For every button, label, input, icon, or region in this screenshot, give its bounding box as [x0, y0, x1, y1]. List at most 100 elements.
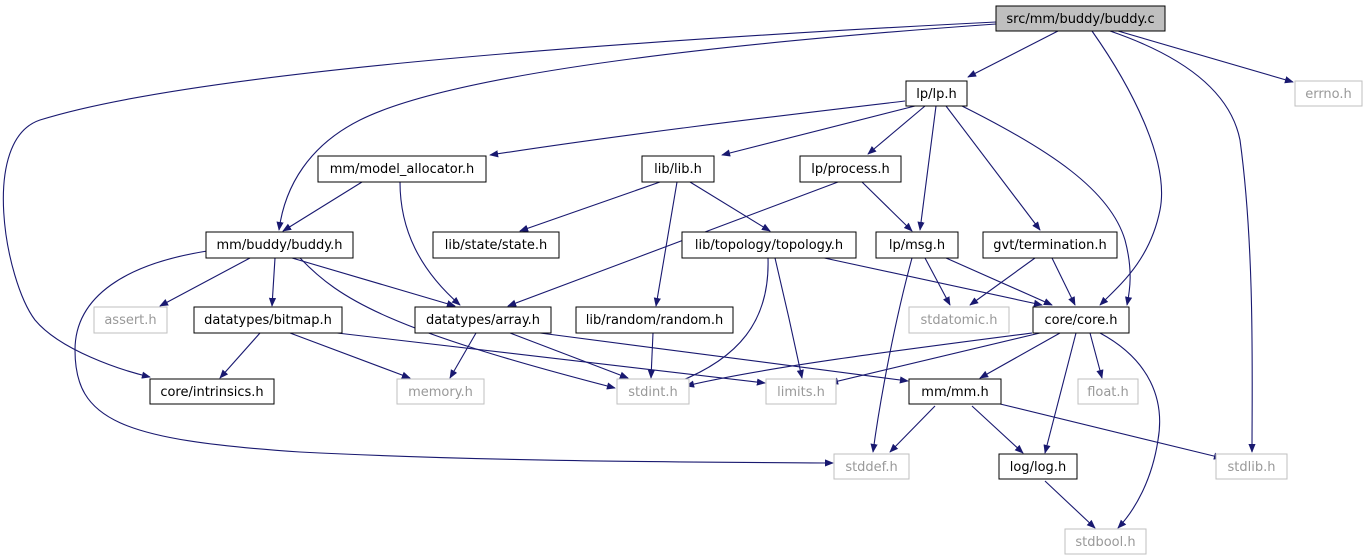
- node-label: stdatomic.h: [921, 313, 998, 328]
- edge-process-h-to-msg-h: [861, 181, 913, 232]
- node-label: gvt/termination.h: [993, 238, 1106, 253]
- node-label: lib/random/random.h: [586, 313, 723, 328]
- edge-termination-h-to-core-h: [1051, 257, 1076, 306]
- node-label: lp/lp.h: [916, 87, 956, 102]
- edge-buddy-h-to-stdint-h: [299, 257, 616, 390]
- node-limits-h[interactable]: limits.h: [765, 378, 837, 405]
- node-buddy-h[interactable]: mm/buddy/buddy.h: [205, 231, 354, 259]
- edge-lib-h-to-state-h: [519, 181, 661, 232]
- node-array-h[interactable]: datatypes/array.h: [414, 306, 552, 334]
- node-stdlib-h[interactable]: stdlib.h: [1215, 453, 1288, 480]
- edge-mm-h-to-log-h: [971, 405, 1024, 454]
- node-errno-h[interactable]: errno.h: [1294, 80, 1363, 107]
- node-bitmap-h[interactable]: datatypes/bitmap.h: [193, 306, 343, 334]
- edge-array-h-to-stdint-h: [509, 332, 629, 379]
- edge-bitmap-h-to-memory-h: [289, 332, 411, 379]
- edge-bitmap-h-to-intrinsics-h: [219, 332, 261, 379]
- edge-model-allocator-h-to-buddy-h: [282, 181, 363, 232]
- node-core-h[interactable]: core/core.h: [1032, 306, 1130, 334]
- edge-core-h-to-float-h: [1089, 332, 1104, 379]
- edge-model-allocator-h-to-array-h: [399, 181, 461, 306]
- node-random-h[interactable]: lib/random/random.h: [575, 306, 734, 334]
- edge-mm-h-to-stddef-h: [889, 405, 936, 453]
- node-process-h[interactable]: lp/process.h: [799, 155, 902, 183]
- edge-lp-h-to-lib-h: [721, 105, 916, 157]
- node-stddef-h[interactable]: stddef.h: [833, 453, 910, 480]
- edge-buddy-h-to-bitmap-h: [268, 257, 277, 307]
- edge-lp-h-to-model-allocator-h: [489, 100, 906, 158]
- edge-buddy-c-to-buddy-h: [276, 23, 997, 231]
- node-label: limits.h: [777, 385, 825, 400]
- edge-lp-h-to-termination-h: [945, 105, 1041, 231]
- edge-lib-h-to-random-h: [653, 181, 678, 307]
- edge-core-h-to-stdbool-h: [1099, 332, 1161, 529]
- node-label: lib/lib.h: [654, 162, 702, 177]
- edge-buddy-h-to-stddef-h: [74, 247, 834, 467]
- node-label: errno.h: [1305, 87, 1352, 102]
- node-label: lib/state/state.h: [445, 238, 547, 253]
- node-label: mm/model_allocator.h: [330, 162, 475, 177]
- edge-random-h-to-stdint-h: [647, 332, 655, 379]
- node-assert-h[interactable]: assert.h: [93, 306, 168, 334]
- edge-buddy-c-to-errno-h: [1117, 30, 1294, 84]
- node-label: lp/msg.h: [889, 238, 945, 253]
- node-label: mm/mm.h: [921, 385, 988, 400]
- node-float-h[interactable]: float.h: [1077, 378, 1139, 405]
- node-buddy-c[interactable]: src/mm/buddy/buddy.c: [995, 5, 1166, 32]
- edge-msg-h-to-stdatomic-h: [924, 257, 951, 306]
- node-model-allocator-h[interactable]: mm/model_allocator.h: [317, 155, 487, 183]
- edge-core-h-to-stdint-h: [685, 332, 1033, 388]
- node-label: mm/buddy/buddy.h: [217, 238, 343, 253]
- node-label: datatypes/bitmap.h: [204, 313, 332, 328]
- node-label: core/intrinsics.h: [160, 385, 263, 400]
- edge-lp-h-to-core-h: [961, 105, 1133, 306]
- node-label: memory.h: [408, 385, 473, 400]
- node-label: core/core.h: [1044, 313, 1117, 328]
- node-lib-h[interactable]: lib/lib.h: [641, 155, 715, 183]
- edge-mm-h-to-stdlib-h: [995, 402, 1223, 460]
- edge-termination-h-to-stdatomic-h: [969, 257, 1036, 306]
- node-intrinsics-h[interactable]: core/intrinsics.h: [149, 378, 275, 405]
- edge-core-h-to-limits-h: [829, 332, 1041, 385]
- edge-array-h-to-mm-h: [539, 332, 909, 384]
- node-label: datatypes/array.h: [426, 313, 540, 328]
- node-state-h[interactable]: lib/state/state.h: [432, 231, 560, 259]
- edge-core-h-to-log-h: [1043, 332, 1077, 454]
- edge-msg-h-to-stddef-h: [870, 257, 913, 453]
- node-label: lib/topology/topology.h: [695, 238, 843, 253]
- node-memory-h[interactable]: memory.h: [396, 378, 485, 405]
- node-label: assert.h: [104, 313, 156, 328]
- edge-lp-h-to-msg-h: [917, 105, 937, 231]
- node-stdint-h[interactable]: stdint.h: [616, 378, 690, 405]
- edge-topology-h-to-limits-h: [774, 257, 804, 379]
- node-log-h[interactable]: log/log.h: [998, 453, 1078, 480]
- edge-bitmap-h-to-limits-h: [319, 330, 766, 386]
- edge-topology-h-to-stdint-h: [669, 257, 769, 386]
- edge-buddy-c-to-lp-h: [967, 30, 1059, 78]
- dependency-edges: [2, 21, 1294, 529]
- edge-array-h-to-memory-h: [449, 332, 477, 379]
- edge-buddy-h-to-assert-h: [159, 257, 251, 307]
- edge-log-h-to-stdbool-h: [1044, 480, 1096, 529]
- edge-buddy-h-to-array-h: [291, 257, 456, 308]
- node-label: stdbool.h: [1075, 535, 1135, 550]
- node-termination-h[interactable]: gvt/termination.h: [982, 231, 1118, 259]
- node-msg-h[interactable]: lp/msg.h: [875, 231, 959, 259]
- edge-topology-h-to-core-h: [814, 255, 1043, 307]
- node-label: stdlib.h: [1228, 460, 1276, 475]
- node-lp-h[interactable]: lp/lp.h: [905, 80, 968, 107]
- node-label: float.h: [1087, 385, 1129, 400]
- edge-process-h-to-array-h: [507, 181, 839, 307]
- node-label: stddef.h: [845, 460, 897, 475]
- node-label: log/log.h: [1010, 460, 1066, 475]
- node-stdatomic-h[interactable]: stdatomic.h: [908, 306, 1010, 334]
- node-stdbool-h[interactable]: stdbool.h: [1064, 528, 1147, 555]
- edge-lib-h-to-topology-h: [689, 181, 771, 232]
- node-topology-h[interactable]: lib/topology/topology.h: [681, 231, 857, 259]
- node-label: stdint.h: [628, 385, 677, 400]
- edge-core-h-to-mm-h: [979, 332, 1061, 379]
- edge-buddy-c-to-stdlib-h: [1109, 30, 1256, 453]
- edge-buddy-c-to-intrinsics-h: [2, 21, 997, 379]
- node-mm-h[interactable]: mm/mm.h: [908, 378, 1002, 405]
